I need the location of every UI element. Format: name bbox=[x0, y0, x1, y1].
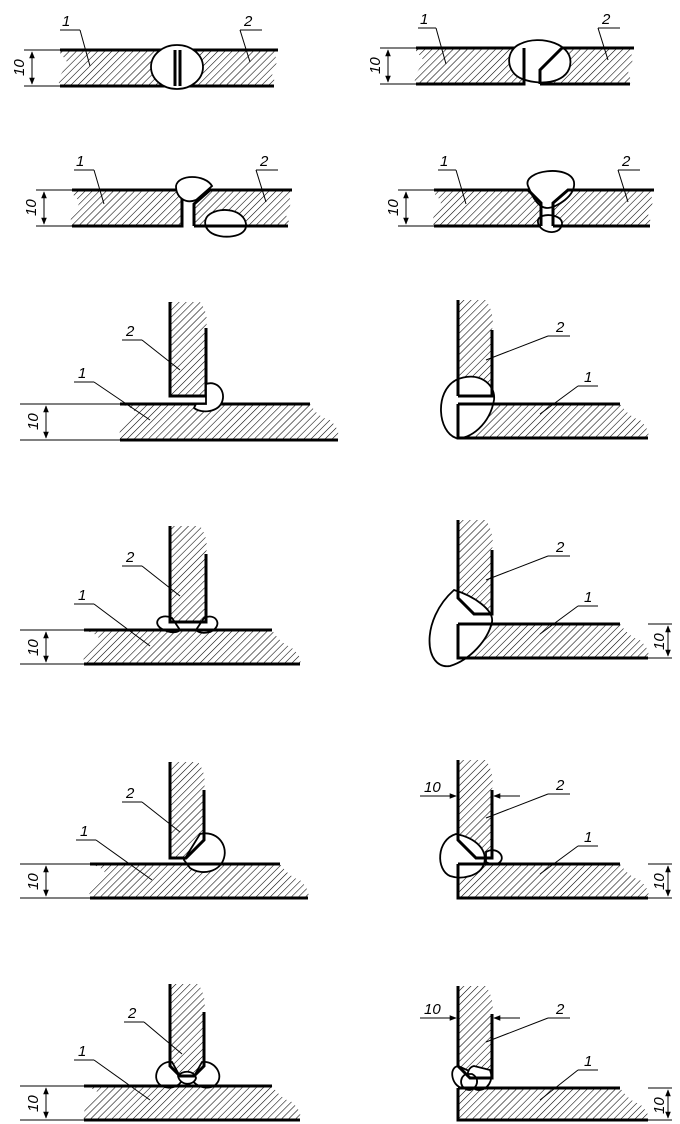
thickness-label: 10 bbox=[11, 59, 28, 76]
thickness-label: 10 bbox=[25, 413, 42, 430]
thickness-label: 10 bbox=[385, 199, 402, 216]
part-2-label: 2 bbox=[125, 323, 135, 340]
tee-joint-bevel-single: 10 1 2 bbox=[20, 762, 309, 900]
part-2-label: 2 bbox=[621, 153, 631, 170]
thickness-label: 10 bbox=[25, 1095, 42, 1112]
tee-joint-double-fillet: 10 1 2 bbox=[20, 526, 301, 666]
corner-joint-beveled-weld: 2 1 10 bbox=[428, 520, 672, 667]
part-1-label: 1 bbox=[78, 365, 86, 382]
corner-joint-bevel-dimensioned: 10 2 1 10 bbox=[420, 760, 672, 900]
corner-joint-outside-weld: 2 1 bbox=[440, 300, 649, 440]
part-1-label: 1 bbox=[440, 153, 448, 170]
part-1-label: 1 bbox=[80, 823, 88, 840]
part-1-label: 1 bbox=[420, 11, 428, 28]
thickness-label: 10 bbox=[25, 873, 42, 890]
thickness-label: 10 bbox=[651, 633, 668, 650]
part-2-label: 2 bbox=[555, 777, 565, 794]
part-2-label: 2 bbox=[259, 153, 269, 170]
thickness-label: 10 bbox=[651, 1097, 668, 1114]
tee-joint-double-bevel: 10 1 2 bbox=[20, 984, 301, 1122]
part-1-label: 1 bbox=[584, 1053, 592, 1070]
part-1-label: 1 bbox=[62, 13, 70, 30]
thickness-label: 10 bbox=[424, 779, 441, 796]
thickness-label: 10 bbox=[424, 1001, 441, 1018]
part-1-label: 1 bbox=[584, 589, 592, 606]
part-1-label: 1 bbox=[78, 587, 86, 604]
thickness-label: 10 bbox=[651, 873, 668, 890]
part-2-label: 2 bbox=[125, 785, 135, 802]
part-2-label: 2 bbox=[243, 13, 253, 30]
part-2-label: 2 bbox=[601, 11, 611, 28]
butt-joint-double-bevel: 10 1 2 bbox=[385, 153, 654, 233]
butt-joint-double-sided: 10 1 2 bbox=[11, 13, 278, 90]
part-2-label: 2 bbox=[555, 1001, 565, 1018]
part-1-label: 1 bbox=[76, 153, 84, 170]
part-2-label: 2 bbox=[555, 319, 565, 336]
butt-joint-bevel-back-weld: 10 1 2 bbox=[23, 153, 292, 238]
thickness-label: 10 bbox=[23, 199, 40, 216]
tee-joint-single-fillet: 10 1 2 bbox=[20, 302, 339, 442]
part-2-label: 2 bbox=[555, 539, 565, 556]
part-1-label: 1 bbox=[78, 1043, 86, 1060]
thickness-label: 10 bbox=[367, 57, 384, 74]
thickness-label: 10 bbox=[25, 639, 42, 656]
part-1-label: 1 bbox=[584, 369, 592, 386]
part-1-label: 1 bbox=[584, 829, 592, 846]
corner-joint-small-welds-dimensioned: 10 2 1 10 bbox=[420, 986, 672, 1122]
part-2-label: 2 bbox=[127, 1005, 137, 1022]
part-2-label: 2 bbox=[125, 549, 135, 566]
butt-joint-single-bevel: 10 1 2 bbox=[367, 11, 634, 86]
